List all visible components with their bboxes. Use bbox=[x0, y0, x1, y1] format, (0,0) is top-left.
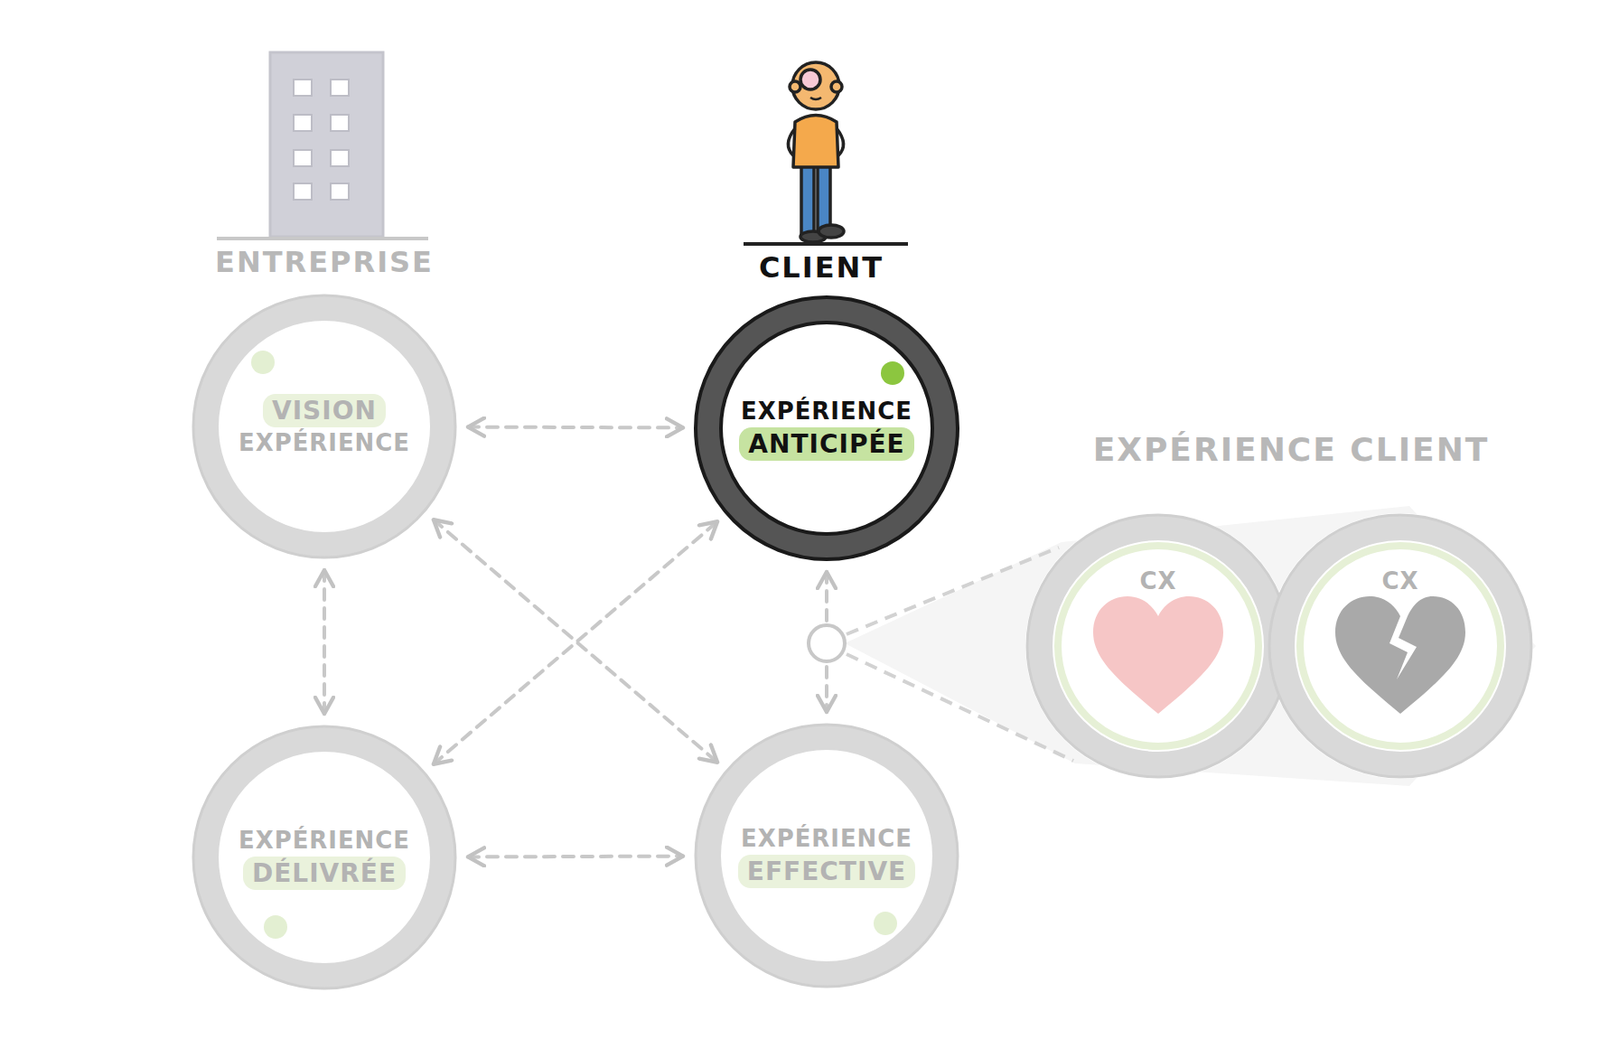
cx-circle: CX bbox=[1025, 513, 1292, 779]
building-icon bbox=[270, 52, 384, 237]
status-dot bbox=[251, 350, 275, 375]
ring-edge bbox=[695, 724, 958, 987]
ring bbox=[708, 737, 946, 974]
node-label: VISION bbox=[262, 393, 386, 428]
ring bbox=[708, 309, 946, 547]
dashed-arrow bbox=[433, 521, 718, 764]
ground-line bbox=[743, 242, 908, 246]
ring-edge bbox=[193, 726, 456, 989]
experience-circle: EXPÉRIENCEEFFECTIVE bbox=[693, 722, 960, 989]
cx-ground bbox=[1267, 513, 1534, 779]
ring-edge bbox=[1269, 514, 1532, 777]
ring-edge bbox=[1027, 514, 1290, 777]
junction-circle bbox=[808, 625, 845, 662]
cx-circle: CX bbox=[1267, 513, 1534, 779]
group-label: EXPÉRIENCE CLIENT bbox=[1093, 430, 1490, 468]
circle-outline bbox=[1025, 513, 1292, 779]
ring-edge bbox=[193, 295, 456, 558]
cx-label: CX bbox=[1130, 565, 1186, 598]
cx-ground bbox=[1025, 513, 1292, 779]
ring bbox=[205, 739, 443, 976]
node-label: DÉLIVRÉE bbox=[243, 856, 406, 890]
node-label: EXPÉRIENCE bbox=[731, 823, 922, 854]
ring bbox=[1039, 527, 1277, 765]
client-figure bbox=[787, 62, 844, 243]
ring bbox=[1281, 527, 1519, 765]
cx-label: CX bbox=[1372, 565, 1428, 598]
inner-ring bbox=[1057, 545, 1259, 747]
node-label: ANTICIPÉE bbox=[739, 427, 914, 461]
experience-circle: EXPÉRIENCEDÉLIVRÉE bbox=[191, 724, 458, 991]
ground-line bbox=[216, 236, 429, 241]
experience-circle: VISIONEXPÉRIENCE bbox=[191, 293, 458, 560]
dashed-arrow bbox=[322, 570, 327, 714]
group-label: ENTREPRISE bbox=[215, 244, 434, 280]
status-dot bbox=[873, 911, 898, 936]
status-dot bbox=[263, 915, 288, 939]
status-dot bbox=[880, 361, 905, 385]
node-label: EXPÉRIENCE bbox=[731, 395, 922, 427]
node-label: EXPÉRIENCE bbox=[229, 824, 420, 856]
dashed-arrow bbox=[467, 425, 684, 431]
zoom-fan bbox=[844, 505, 1536, 786]
ring-edge bbox=[720, 322, 933, 534]
inner-ring bbox=[1300, 545, 1501, 747]
building-windows bbox=[293, 79, 349, 200]
ring bbox=[205, 308, 443, 545]
heart-icon bbox=[1093, 596, 1224, 714]
circle-outline bbox=[1267, 513, 1534, 779]
dashed-arrow bbox=[467, 854, 684, 860]
experience-circle: EXPÉRIENCEANTICIPÉE bbox=[693, 295, 960, 562]
node-label: EFFECTIVE bbox=[738, 854, 916, 889]
ring-edge bbox=[695, 297, 958, 560]
broken-heart-icon bbox=[1335, 596, 1466, 714]
node-label: EXPÉRIENCE bbox=[229, 427, 420, 459]
group-label: CLIENT bbox=[758, 250, 884, 285]
leader-line bbox=[846, 547, 1059, 635]
